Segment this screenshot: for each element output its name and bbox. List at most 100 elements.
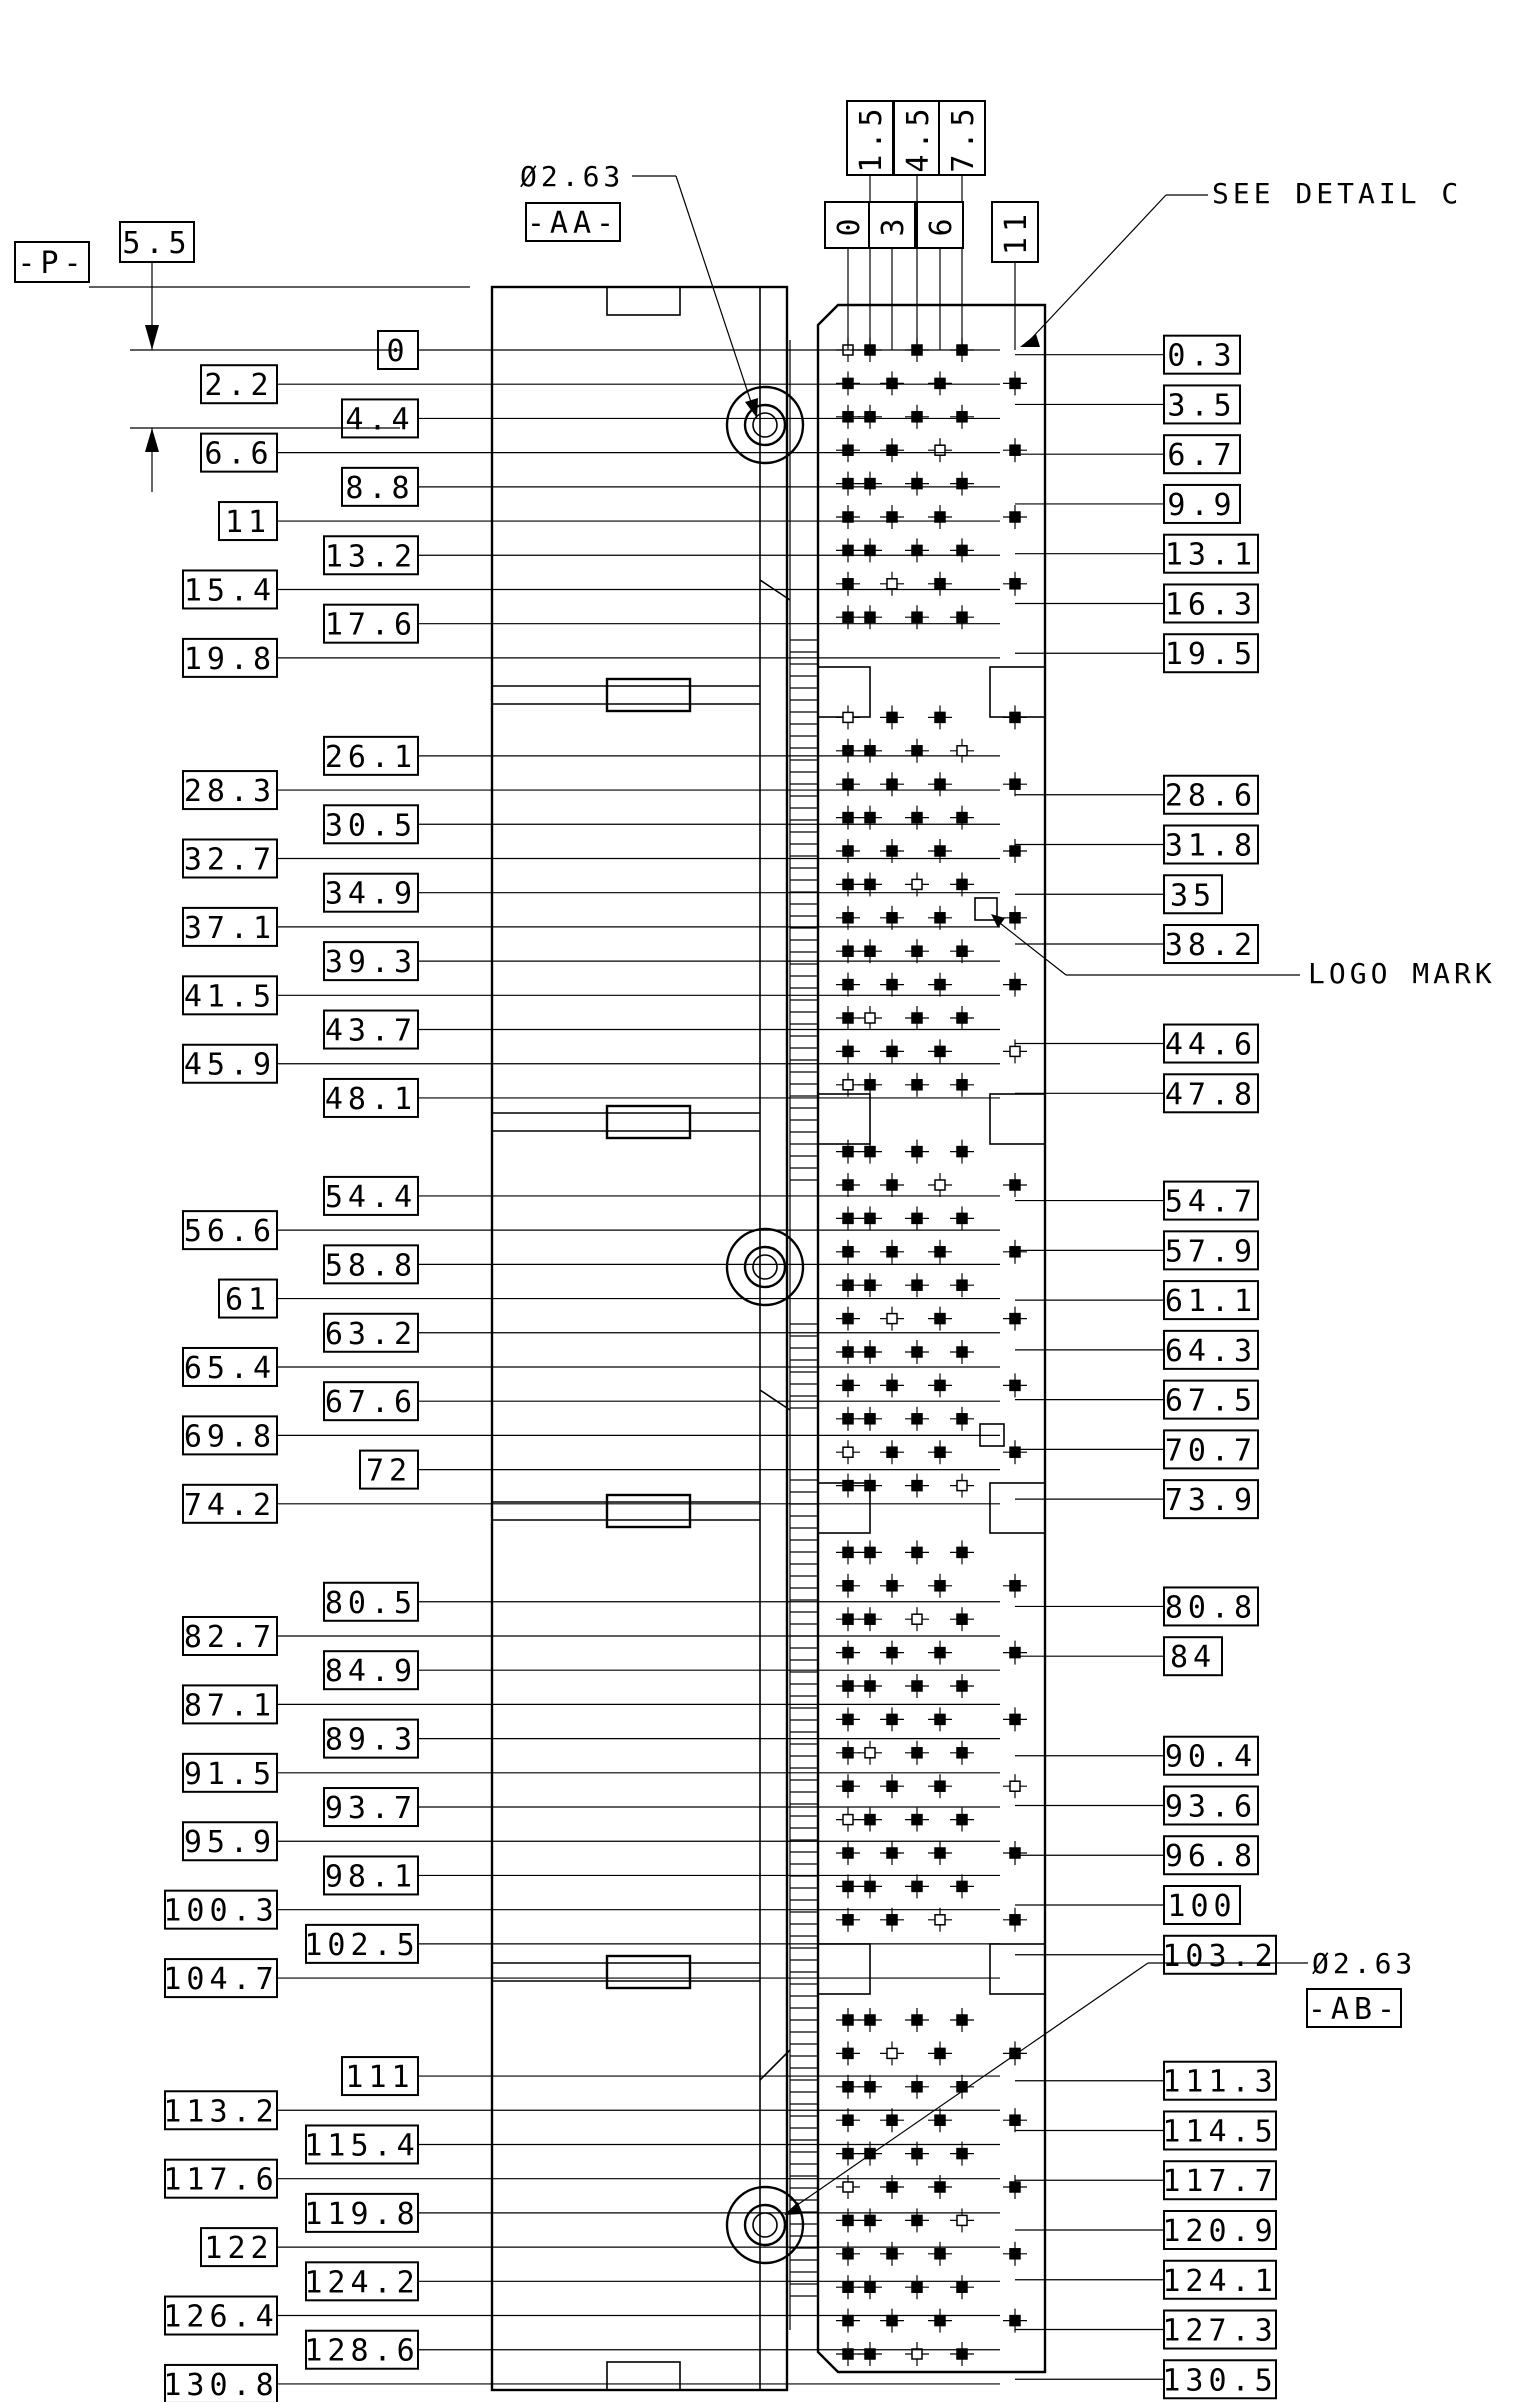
contact-pin — [934, 2181, 946, 2193]
connector-body-outline — [490, 285, 1047, 2392]
right-dim-text: 93.6 — [1165, 1789, 1257, 1824]
logo-mark-leader — [995, 919, 1067, 976]
mounting-holes — [725, 385, 805, 2265]
p-offset-box-text: 5.5 — [122, 226, 191, 261]
contact-pin — [842, 1847, 854, 1859]
contact-pin — [864, 1279, 876, 1291]
right-dim: 84 — [1163, 1636, 1223, 1677]
right-dim: 70.7 — [1163, 1429, 1259, 1470]
left-dim-inner: 63.2 — [323, 1312, 419, 1353]
pin-block-notch — [989, 1482, 1046, 1534]
right-dim-text: 0.3 — [1167, 339, 1236, 374]
contact-pin — [886, 1580, 898, 1592]
right-dim: 130.5 — [1162, 2359, 1277, 2400]
mounting-hole — [743, 2203, 787, 2247]
contact-pin — [842, 2014, 854, 2026]
contact-pin — [842, 2214, 854, 2227]
left-dim-outer-text: 91.5 — [184, 1757, 276, 1792]
left-dim-inner: 102.5 — [304, 1923, 419, 1964]
chamfer-line — [759, 2049, 791, 2081]
left-dim-outer-text: 69.8 — [184, 1419, 276, 1454]
column-dim-low: 3 — [868, 201, 916, 249]
left-dim-inner: 89.3 — [323, 1718, 419, 1759]
contact-pin — [956, 945, 968, 957]
contact-pin — [864, 1479, 876, 1492]
right-dim-text: 6.7 — [1167, 438, 1236, 473]
contact-pin — [842, 1446, 854, 1458]
left-dim-inner-text: 119.8 — [304, 2197, 419, 2232]
column-dim-low: 0 — [824, 201, 872, 249]
contact-pin — [956, 1613, 968, 1625]
contact-pin — [886, 1045, 898, 1058]
right-dim-text: 117.7 — [1162, 2164, 1277, 2199]
left-dim-inner-text: 124.2 — [304, 2265, 419, 2300]
contact-pin — [864, 1413, 876, 1425]
left-dim-outer-text: 32.7 — [184, 842, 276, 877]
right-dim: 44.6 — [1163, 1023, 1259, 1064]
contact-pin — [864, 1079, 876, 1091]
left-dim-outer: 15.4 — [182, 569, 278, 610]
left-dim-inner-text: 4.4 — [345, 402, 414, 437]
pin-block-notch — [817, 666, 871, 718]
datum-ab-box-text: -AB- — [1308, 1992, 1400, 2027]
left-dim-outer-text: 104.7 — [163, 1962, 278, 1997]
contact-pin — [864, 2214, 876, 2227]
contact-pin — [886, 978, 898, 991]
mounting-hole-inner — [752, 412, 778, 438]
contact-pin — [886, 2047, 898, 2060]
logo-mark-square — [974, 897, 998, 921]
contact-pin — [842, 811, 854, 824]
contact-pin — [886, 2248, 898, 2260]
left-dim-outer: 74.2 — [182, 1483, 278, 1524]
column-dim-top: 7.5 — [938, 100, 986, 176]
right-dim-text: 9.9 — [1167, 488, 1236, 523]
contact-pin — [911, 1413, 923, 1425]
contact-pin — [886, 2314, 898, 2327]
right-dim: 96.8 — [1163, 1835, 1259, 1876]
left-dim-inner: 48.1 — [323, 1077, 419, 1118]
left-dim-inner: 93.7 — [323, 1787, 419, 1828]
pin-field — [836, 338, 1027, 2366]
contact-pin — [956, 1079, 968, 1091]
left-dim-outer: 69.8 — [182, 1415, 278, 1456]
right-dim: 73.9 — [1163, 1479, 1259, 1520]
mounting-hole — [743, 1245, 787, 1289]
contact-pin — [842, 1546, 854, 1559]
contact-pin — [911, 2348, 923, 2360]
mounting-hole-boss — [725, 385, 805, 465]
datum-aa-box: -AA- — [525, 202, 621, 242]
right-dim-text: 64.3 — [1165, 1334, 1257, 1369]
contact-pin — [842, 1813, 854, 1826]
contact-pin — [911, 1813, 923, 1826]
contact-pin — [842, 2047, 854, 2060]
right-dim: 57.9 — [1163, 1230, 1259, 1271]
right-dim-text: 130.5 — [1162, 2363, 1277, 2398]
contact-pin — [886, 1847, 898, 1859]
contact-pin — [864, 1880, 876, 1893]
contact-pin — [842, 1413, 854, 1425]
left-dim-outer: 122 — [200, 2227, 278, 2268]
contact-pin — [911, 2081, 923, 2093]
contact-pin — [864, 878, 876, 891]
contact-pin — [956, 878, 968, 891]
contact-pin — [886, 845, 898, 857]
contact-pin — [956, 1212, 968, 1225]
contact-pin — [842, 1914, 854, 1926]
contact-pin — [886, 912, 898, 924]
chamfer-line — [759, 1389, 791, 1411]
contact-pin — [864, 1346, 876, 1358]
contact-pin — [934, 1246, 946, 1258]
rib-block — [605, 1954, 692, 1990]
rib-block — [605, 677, 692, 713]
right-dim: 38.2 — [1163, 924, 1259, 965]
contact-pin — [842, 1212, 854, 1225]
contact-pin — [911, 2281, 923, 2293]
contact-pin — [1009, 1713, 1021, 1726]
contact-pin — [911, 1546, 923, 1559]
contact-pin — [934, 1312, 946, 1325]
contact-pin — [911, 1479, 923, 1492]
left-dim-outer-text: 113.2 — [163, 2094, 278, 2129]
